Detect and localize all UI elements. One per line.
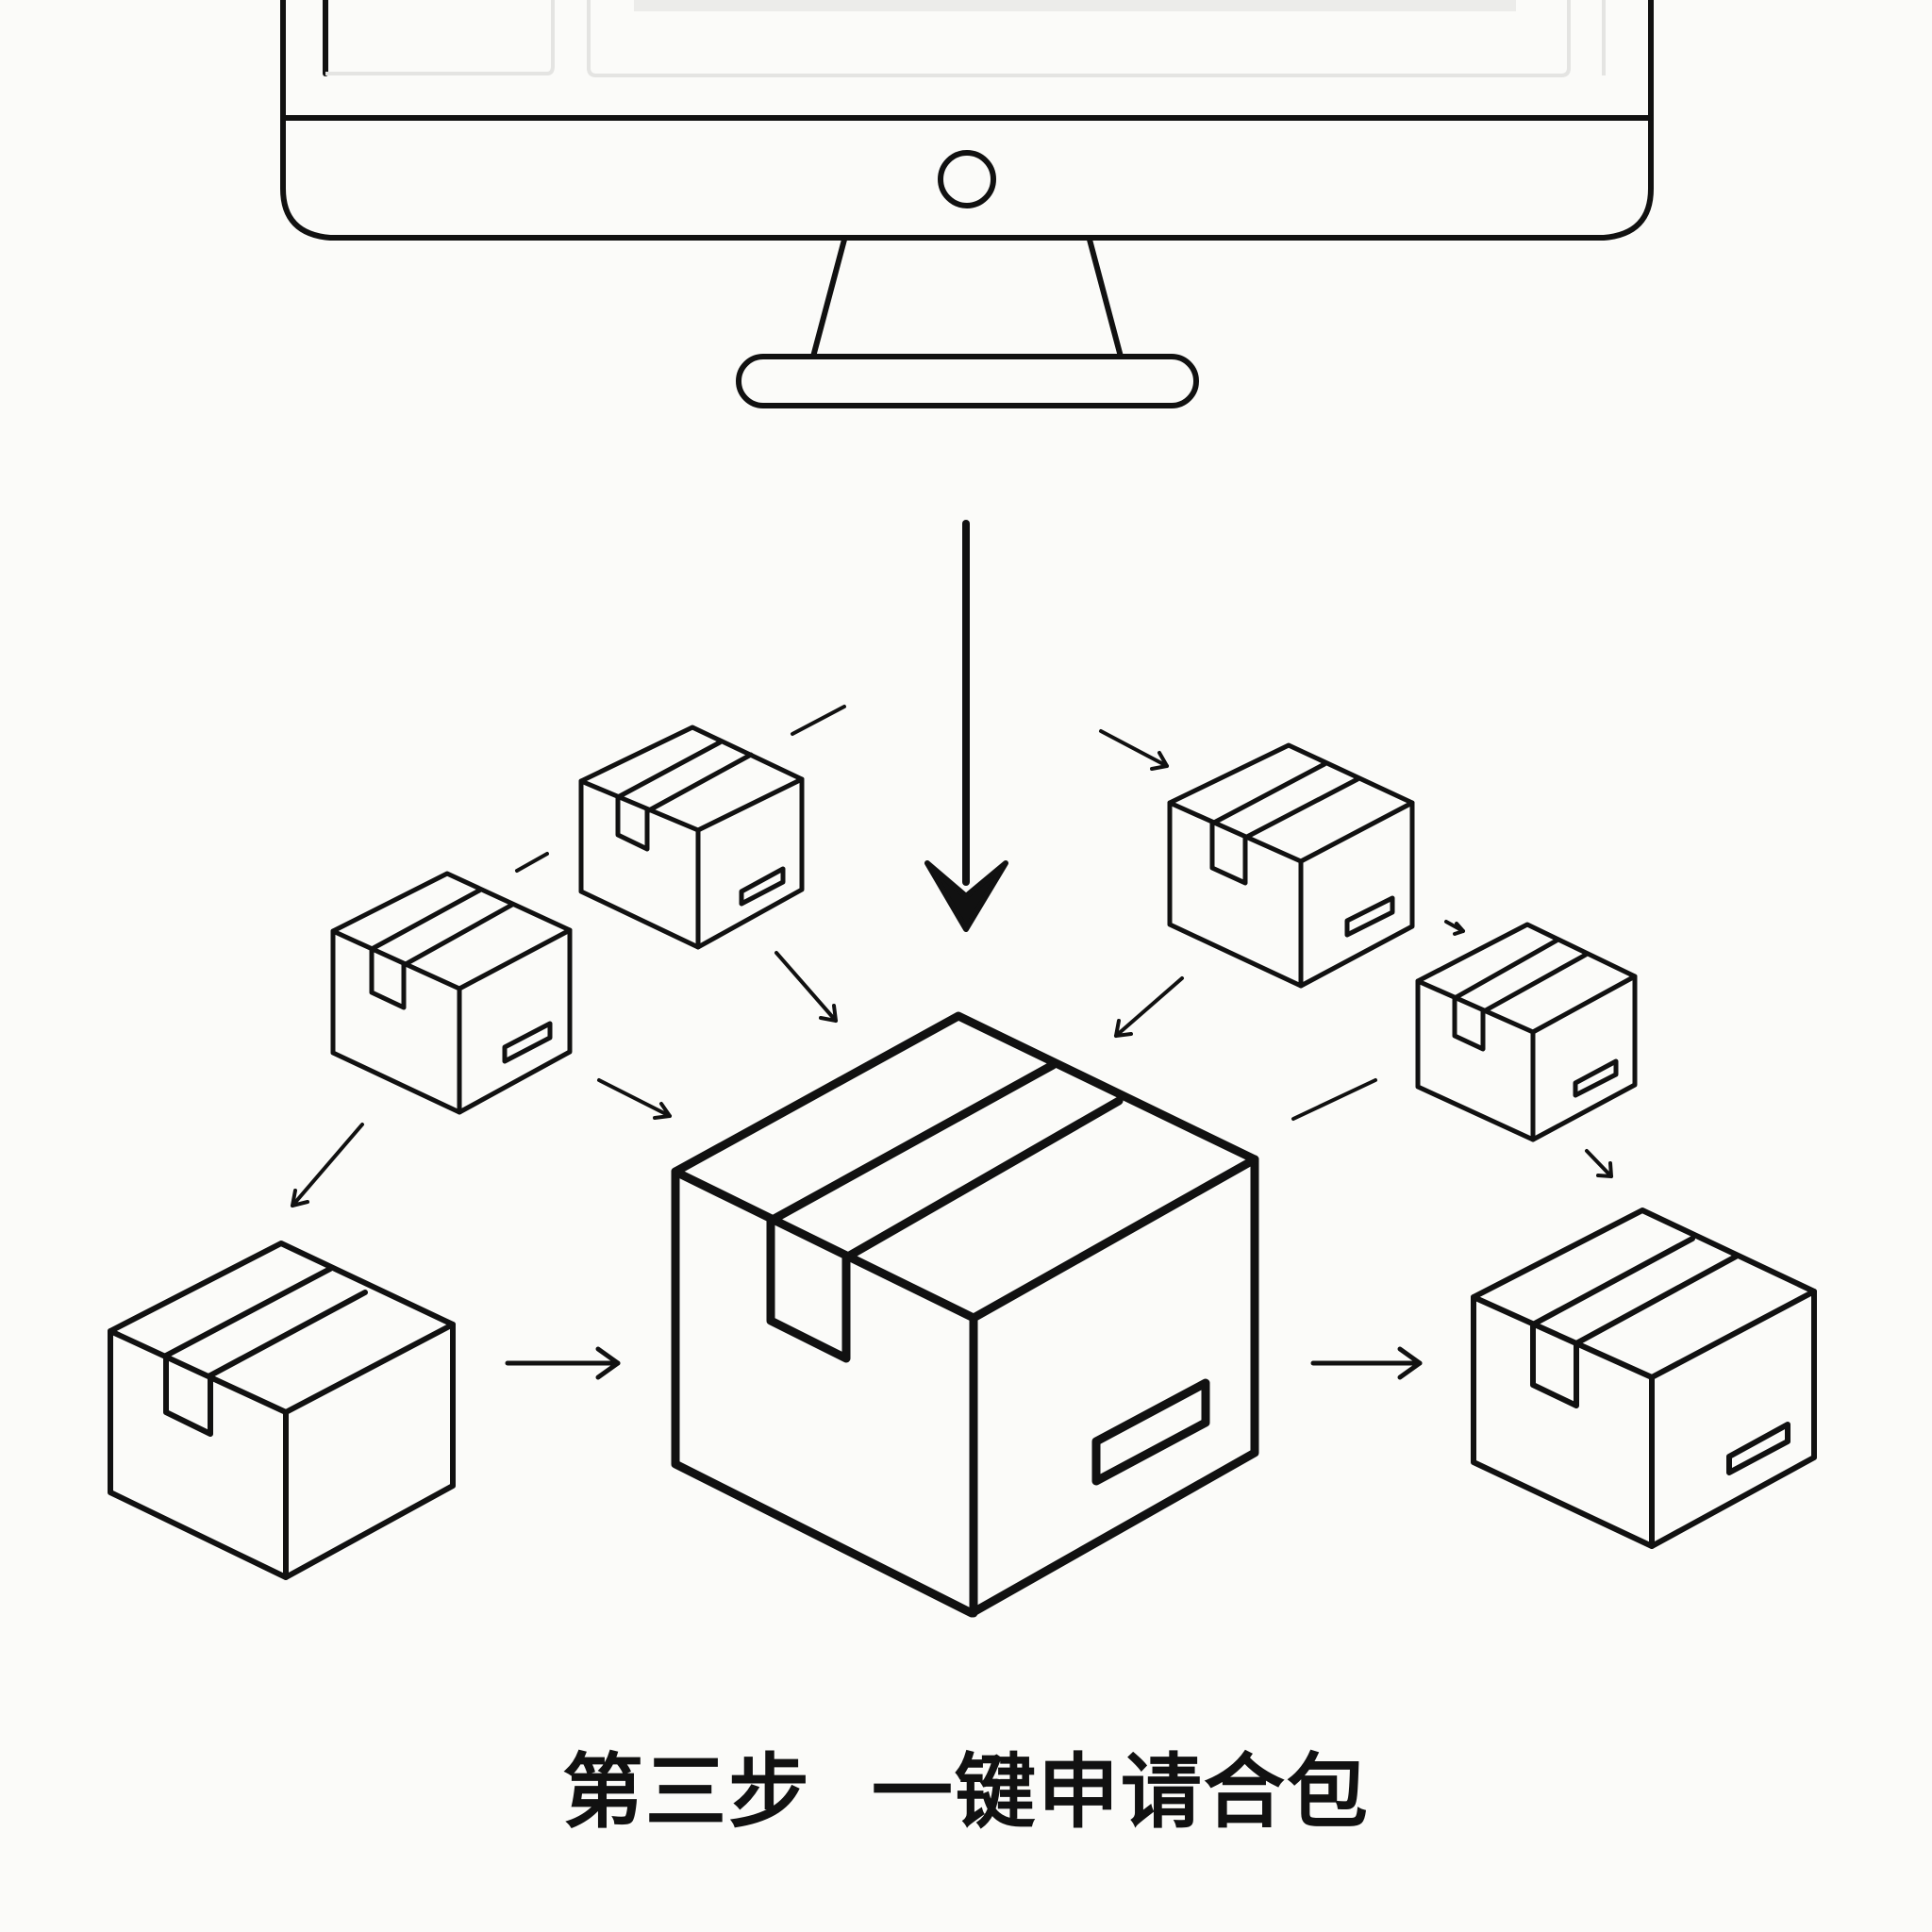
arrow-icon [597, 1078, 672, 1120]
flow-arrows [291, 705, 1613, 1380]
arrow-icon [291, 1123, 364, 1208]
arrow-icon [1585, 1149, 1613, 1178]
monitor-icon [280, 0, 1654, 408]
shipping-box-icon [1471, 1208, 1817, 1549]
shipping-box-icon [578, 724, 805, 950]
shipping-box-icon [330, 871, 573, 1115]
arrow-icon [1310, 1346, 1423, 1380]
arrow-icon [774, 951, 838, 1023]
arrow-icon [1099, 729, 1169, 771]
arrow-icon [1114, 976, 1184, 1038]
main-down-arrow-icon [924, 520, 1008, 932]
shipping-box-icon [1415, 922, 1638, 1142]
step-caption: 第三步 一键申请合包 [562, 1745, 1370, 1840]
arrow-icon [505, 1346, 621, 1380]
shipping-box-icon [108, 1241, 456, 1580]
consolidated-box-icon [671, 1011, 1259, 1618]
screen-content [323, 0, 1606, 77]
arrow-icon [1444, 920, 1465, 936]
shipping-box-icon [1167, 742, 1415, 989]
